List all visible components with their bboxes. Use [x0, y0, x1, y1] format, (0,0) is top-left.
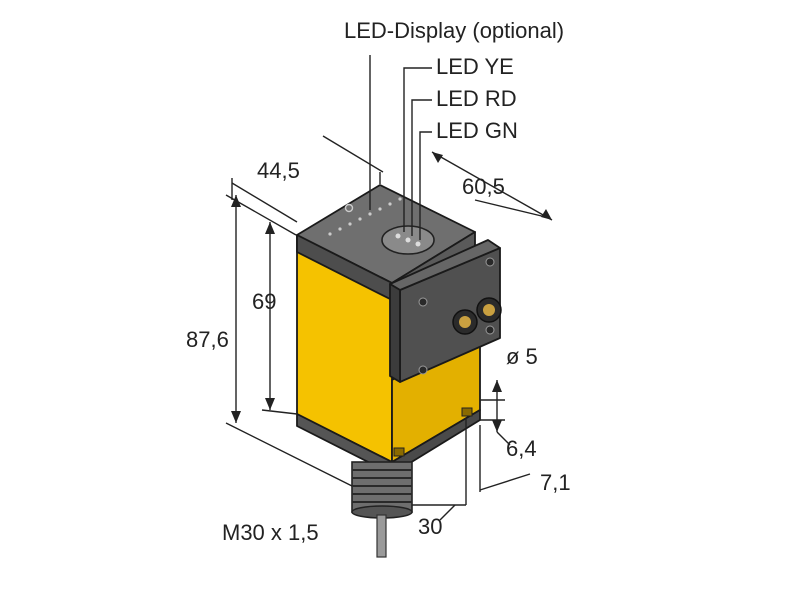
threaded-barrel	[351, 461, 413, 519]
screw-icon	[418, 365, 428, 375]
connector-block-left	[389, 283, 401, 383]
dimension-body-height-label: 69	[252, 289, 276, 314]
dimension-lines	[225, 135, 553, 521]
dimension-hole-edge-label: 7,1	[540, 470, 571, 495]
dimension-hole-offset-label: 6,4	[506, 436, 537, 461]
potentiometer-knob-icon	[452, 309, 478, 335]
sensor-housing	[296, 184, 502, 475]
led-gn-icon	[415, 241, 421, 247]
mounting-hole-icon	[393, 447, 405, 457]
dimension-depth-label: 60,5	[462, 174, 505, 199]
led-gn-label: LED GN	[436, 118, 518, 143]
led-display-label: LED-Display (optional)	[344, 18, 564, 43]
screw-icon	[485, 257, 495, 267]
dimension-width-label: 44,5	[257, 158, 300, 183]
potentiometer-knob-icon	[476, 297, 502, 323]
led-ye-icon	[395, 233, 401, 239]
cap-dot-icon	[344, 203, 354, 213]
screw-icon	[485, 325, 495, 335]
dimension-total-height-label: 87,6	[186, 327, 229, 352]
dimension-thread-offset-label: 30	[418, 514, 442, 539]
led-ye-label: LED YE	[436, 54, 514, 79]
arrowheads	[231, 152, 552, 432]
led-rd-icon	[405, 237, 411, 243]
cap-dot-row	[328, 197, 402, 236]
dimension-hole-diameter-label: ø 5	[506, 344, 538, 369]
mounting-hole-icon	[461, 407, 473, 417]
thread-size-label: M30 x 1,5	[222, 520, 319, 545]
led-leader-lines	[369, 55, 432, 240]
screw-icon	[418, 297, 428, 307]
cable	[376, 514, 387, 558]
led-rd-label: LED RD	[436, 86, 517, 111]
